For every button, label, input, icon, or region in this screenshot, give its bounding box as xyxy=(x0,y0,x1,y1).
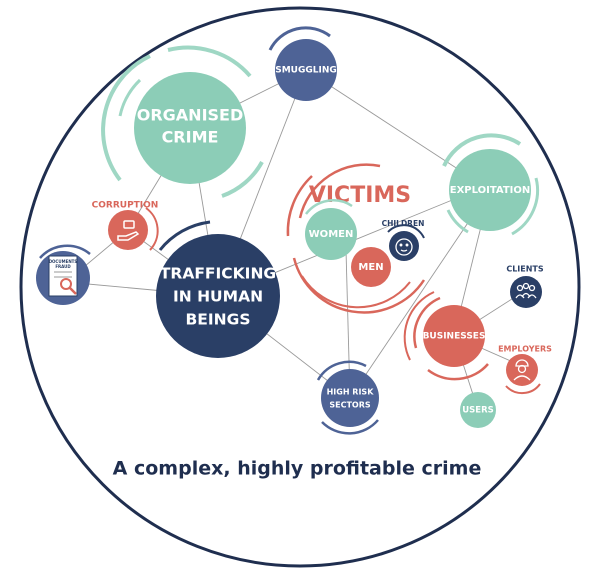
high-risk-line1: HIGH RISK xyxy=(327,388,375,397)
victims-label: VICTIMS xyxy=(309,183,411,208)
organised-crime-line2: CRIME xyxy=(162,128,219,147)
employers-node: EMPLOYERS xyxy=(498,345,552,395)
documents-fraud-node: DOCUMENTS FRAUD xyxy=(36,244,91,305)
documents-fraud-line1: DOCUMENTS xyxy=(49,259,78,264)
high-risk-sectors-node: HIGH RISK SECTORS xyxy=(316,360,379,435)
women-node: WOMEN xyxy=(304,199,357,260)
clients-label: CLIENTS xyxy=(506,265,544,274)
users-node: USERS xyxy=(460,392,496,428)
women-label: WOMEN xyxy=(309,229,354,240)
children-node: CHILDREN xyxy=(382,219,425,261)
baby-face-icon xyxy=(395,238,413,256)
organised-crime-node: ORGANISED CRIME xyxy=(101,45,264,198)
men-node: MEN xyxy=(351,247,391,287)
document-magnifier-icon xyxy=(54,271,77,295)
corruption-node: CORRUPTION xyxy=(92,201,159,251)
trafficking-node: TRAFFICKING IN HUMAN BEINGS xyxy=(156,220,280,358)
group-people-icon xyxy=(515,282,537,299)
tagline: A complex, highly profitable crime xyxy=(113,458,482,480)
men-label: MEN xyxy=(358,262,383,273)
hand-money-icon xyxy=(117,220,140,241)
high-risk-line2: SECTORS xyxy=(329,401,371,410)
worker-icon xyxy=(513,359,531,381)
smuggling-node: SMUGGLING xyxy=(268,26,337,101)
businesses-label: BUSINESSES xyxy=(423,332,486,342)
corruption-label: CORRUPTION xyxy=(92,201,159,211)
smuggling-label: SMUGGLING xyxy=(275,66,337,76)
clients-node: CLIENTS xyxy=(506,265,544,308)
victims-group: VICTIMS WOMEN MEN CHILDREN xyxy=(286,163,426,314)
documents-fraud-line2: FRAUD xyxy=(55,264,71,269)
trafficking-line1: TRAFFICKING xyxy=(160,265,276,283)
exploitation-node: EXPLOITATION xyxy=(442,133,540,236)
businesses-node: BUSINESSES xyxy=(403,291,489,381)
users-label: USERS xyxy=(462,406,494,416)
employers-label: EMPLOYERS xyxy=(498,345,552,354)
trafficking-line2: IN HUMAN xyxy=(173,288,263,306)
children-label: CHILDREN xyxy=(382,219,425,228)
exploitation-label: EXPLOITATION xyxy=(450,185,531,196)
outer-frame xyxy=(19,6,581,568)
trafficking-line3: BEINGS xyxy=(185,311,250,329)
organised-crime-line1: ORGANISED xyxy=(137,106,244,125)
